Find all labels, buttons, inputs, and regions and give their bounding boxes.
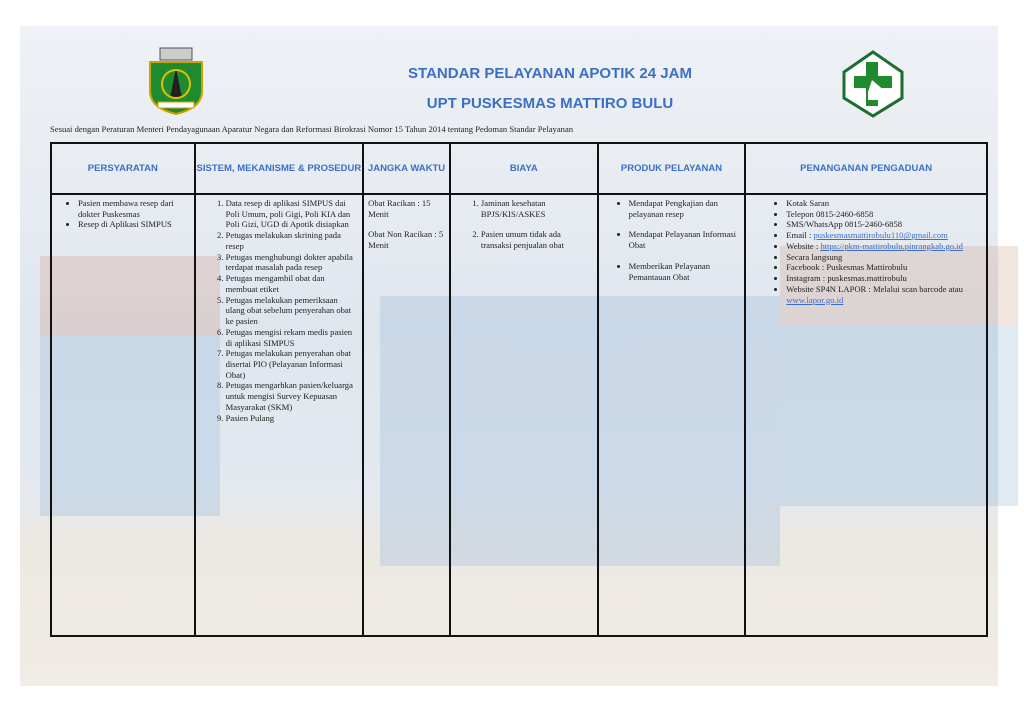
list-item: Mendapat Pelayanan Informasi Obat <box>629 229 741 250</box>
regency-emblem-logo <box>149 47 203 116</box>
lapor-link[interactable]: www.lapor.go.id <box>786 294 844 305</box>
list-item: Email : puskesmasmattirobulu110@gmail.co… <box>786 230 982 241</box>
col-pengaduan: PENANGANAN PENGADUAN <box>744 142 988 195</box>
list-item: Petugas melakukan penyerahan obat disert… <box>226 348 359 380</box>
list-item: Kotak Saran <box>786 198 982 209</box>
list-item: Instagram : puskesmas.mattirobulu <box>786 273 982 284</box>
col-produk: PRODUK PELAYANAN <box>596 142 747 195</box>
list-item: Petugas menghubungi dokter apabila terda… <box>226 252 359 273</box>
pengaduan-cell: Kotak Saran Telepon 0815-2460-6858 SMS/W… <box>744 193 988 637</box>
page-subtitle: UPT PUSKESMAS MATTIRO BULU <box>426 95 674 112</box>
list-item: Facebook : Puskesmas Mattirobulu <box>786 262 982 273</box>
list-item: Mendapat Pengkajian dan pelayanan resep <box>629 198 741 219</box>
time-item: Obat Non Racikan : 5 Menit <box>368 229 444 251</box>
list-item: Pasien membawa resep dari dokter Puskesm… <box>78 198 190 219</box>
service-standard-table: PERSYARATAN SISTEM, MEKANISME & PROSEDUR… <box>50 142 988 637</box>
produk-cell: Mendapat Pengkajian dan pelayanan resep … <box>596 193 747 637</box>
list-item: Pasien Pulang <box>226 413 359 424</box>
list-item: Memberikan Pelayanan Pemantauan Obat <box>629 261 741 282</box>
col-biaya: BIAYA <box>448 142 599 195</box>
list-item: Petugas mengisi rekam medis pasien di ap… <box>226 327 359 348</box>
persyaratan-cell: Pasien membawa resep dari dokter Puskesm… <box>50 193 196 637</box>
website-link[interactable]: https://pkm-mattirobulu.pinrangkab.go.id <box>820 240 963 251</box>
list-item: Secara langsung <box>786 252 982 263</box>
col-persyaratan: PERSYARATAN <box>50 142 196 195</box>
email-link[interactable]: puskesmasmattirobulu110@gmail.com <box>813 230 948 241</box>
page-title: STANDAR PELAYANAN APOTIK 24 JAM <box>408 65 692 82</box>
list-item: Website SP4N LAPOR : Melalui scan barcod… <box>786 284 982 305</box>
time-item: Obat Racikan : 15 Menit <box>368 198 431 219</box>
list-item: Petugas melakukan pemeriksaan ulang obat… <box>226 295 359 327</box>
email-label: Email : <box>786 230 814 241</box>
puskesmas-logo <box>842 50 904 118</box>
table-header-row: PERSYARATAN SISTEM, MEKANISME & PROSEDUR… <box>50 142 988 195</box>
list-item: Petugas mengambil obat dan membuat etike… <box>226 273 359 294</box>
regulation-note: Sesuai dengan Peraturan Menteri Pendayag… <box>50 124 574 134</box>
list-item: Pasien umum tidak ada transaksi penjuala… <box>481 229 593 250</box>
lapor-label: Website SP4N LAPOR : Melalui scan barcod… <box>786 283 963 294</box>
list-item: Data resep di aplikasi SIMPUS dai Poli U… <box>226 198 359 230</box>
prosedur-cell: Data resep di aplikasi SIMPUS dai Poli U… <box>193 193 365 637</box>
col-jangka-waktu: JANGKA WAKTU <box>362 142 451 195</box>
list-item: SMS/WhatsApp 0815-2460-6858 <box>786 219 982 230</box>
list-item: Telepon 0815-2460-6858 <box>786 209 982 220</box>
list-item: Petugas melakukan skrining pada resep <box>226 230 359 251</box>
list-item: Jaminan kesehatan BPJS/KIS/ASKES <box>481 198 593 219</box>
biaya-cell: Jaminan kesehatan BPJS/KIS/ASKES Pasien … <box>448 193 599 637</box>
list-item: Resep di Aplikasi SIMPUS <box>78 219 190 230</box>
website-label: Website : <box>786 240 821 251</box>
list-item: Website : https://pkm-mattirobulu.pinran… <box>786 241 982 252</box>
col-prosedur: SISTEM, MEKANISME & PROSEDUR <box>193 142 365 195</box>
waktu-cell: Obat Racikan : 15 Menit Obat Non Racikan… <box>362 193 451 637</box>
list-item: Petugas mengarhkan pasien/keluarga untuk… <box>226 380 359 412</box>
table-row: Pasien membawa resep dari dokter Puskesm… <box>50 193 988 637</box>
